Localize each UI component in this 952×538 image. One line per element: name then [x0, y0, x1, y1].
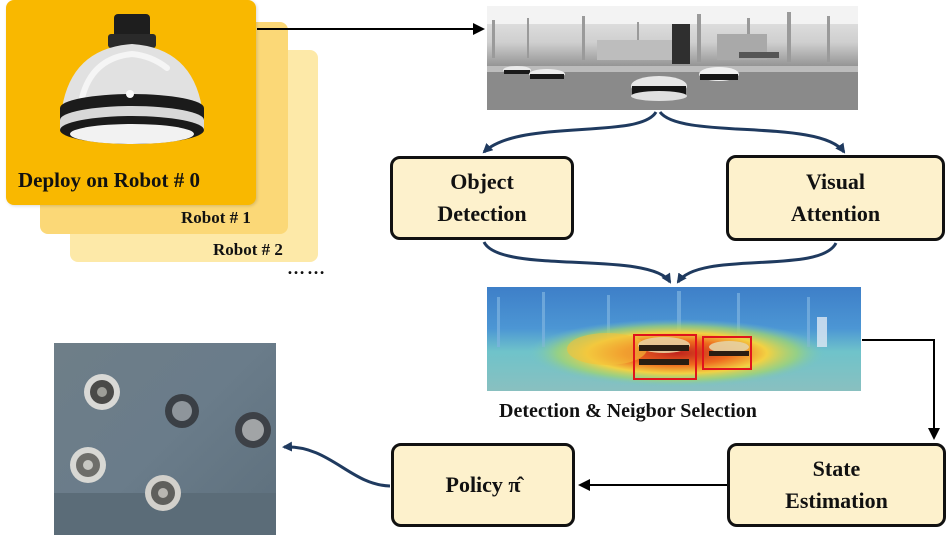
detection-caption: Detection & Neigbor Selection — [499, 400, 757, 422]
detection-box-1 — [633, 334, 697, 380]
policy-to-robots-arrow — [282, 441, 391, 488]
camera-view-image — [487, 6, 858, 110]
visual-attention-box: Visual Attention — [726, 155, 945, 241]
detection-box-2 — [702, 336, 752, 370]
more-robots-ellipsis: …… — [287, 258, 327, 278]
heatmap-to-state-arrow — [862, 339, 940, 440]
robot-1-label: Robot # 1 — [181, 208, 251, 227]
to-detection-arrow — [482, 111, 658, 154]
robot-illustration — [60, 14, 204, 144]
object-detection-box: Object Detection — [390, 156, 574, 240]
attention-to-heatmap-arrow — [676, 242, 838, 284]
top-view-robots-image — [54, 343, 276, 535]
robot-card-0: Deploy on Robot # 0 — [6, 0, 256, 205]
robot-2-label: Robot # 2 — [213, 240, 283, 259]
policy-box: Policy π̂ — [391, 443, 575, 527]
detection-to-heatmap-arrow — [482, 241, 672, 284]
attention-heatmap-image — [487, 287, 861, 391]
state-estimation-box: State Estimation — [727, 443, 946, 527]
to-attention-arrow — [658, 110, 846, 154]
deploy-label: Deploy on Robot # 0 — [18, 168, 201, 192]
